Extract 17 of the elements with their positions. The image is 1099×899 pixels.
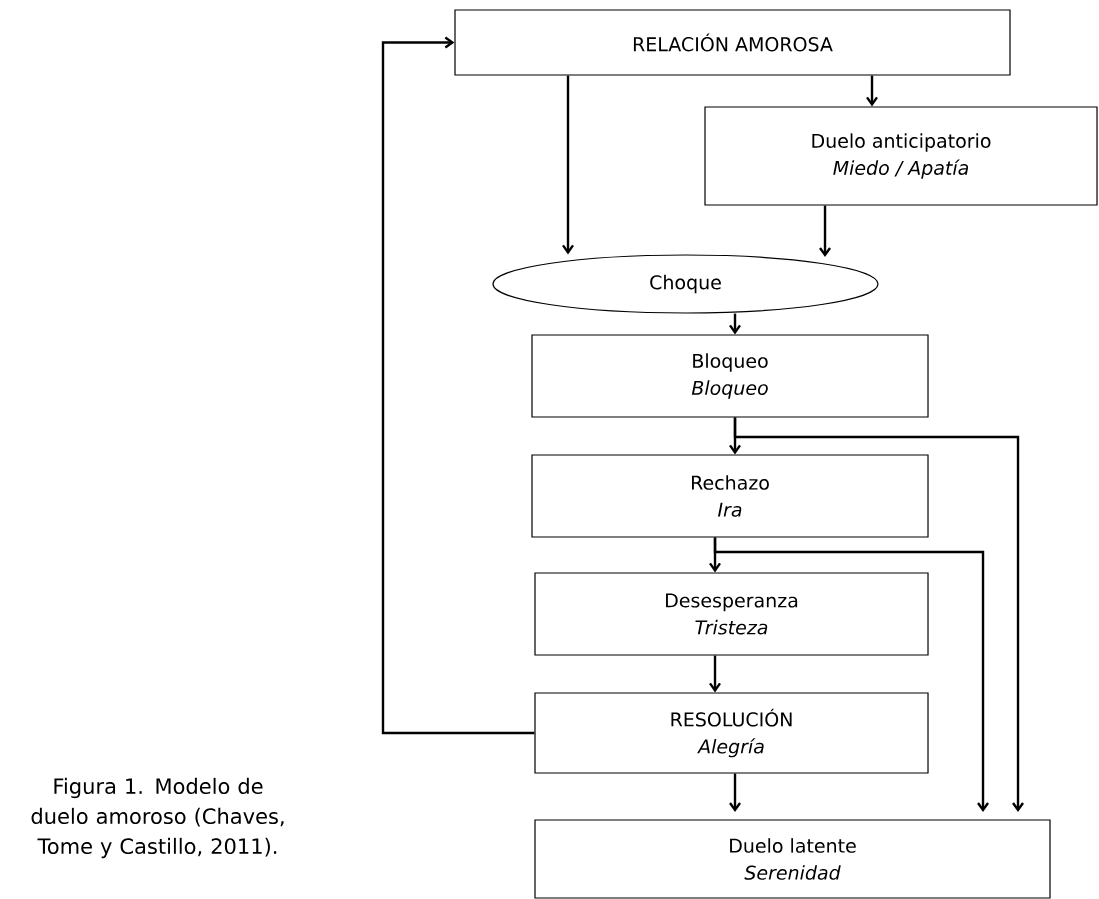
arrow [729, 313, 741, 335]
process-box: Bloqueo Bloqueo [531, 334, 929, 418]
arrow [733, 417, 1024, 812]
figure-caption: Figura 1. Modelo de duelo amoroso (Chaves, Tome y Castillo, 2011). [31, 777, 284, 859]
process-box: RELACIÓN AMOROSA [454, 9, 1011, 76]
arrow [866, 75, 878, 107]
process-box: Desesperanza Tristeza [534, 572, 929, 656]
arrow [729, 773, 741, 812]
arrow [562, 75, 574, 255]
process-box: Duelo anticipatorio Miedo / Apatía [704, 106, 1098, 206]
process-box: RESOLUCIÓN Alegría [534, 692, 929, 774]
process-box: Duelo latente Serenidad [534, 819, 1051, 899]
process-box: Rechazo Ira [531, 454, 929, 538]
arrow [713, 537, 989, 812]
arrow [709, 655, 721, 693]
arrow [381, 36, 535, 735]
arrow [819, 205, 831, 257]
